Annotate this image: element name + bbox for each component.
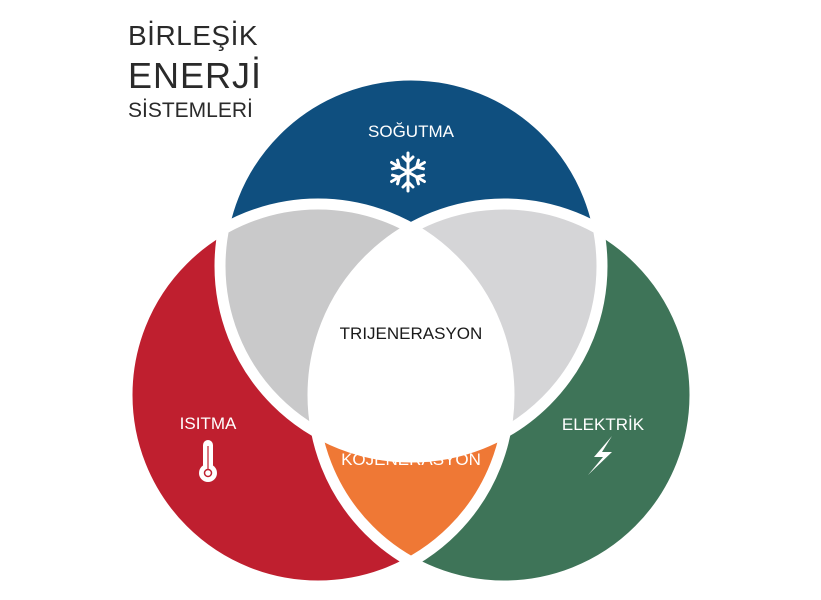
thermometer-icon	[199, 440, 217, 482]
trigeneration-label: TRIJENERASYON	[340, 324, 483, 343]
heating-label: ISITMA	[180, 414, 237, 433]
title-line-3: SİSTEMLERİ	[128, 99, 253, 122]
title-line-1: BİRLEŞİK	[128, 20, 259, 51]
lightning-bolt-icon	[588, 436, 612, 475]
cogeneration-label: KOJENERASYON	[341, 450, 481, 469]
snowflake-icon	[390, 151, 426, 193]
cooling-label: SOĞUTMA	[368, 122, 455, 141]
title-line-2: ENERJİ	[128, 55, 263, 96]
electricity-label: ELEKTRİK	[562, 415, 645, 434]
